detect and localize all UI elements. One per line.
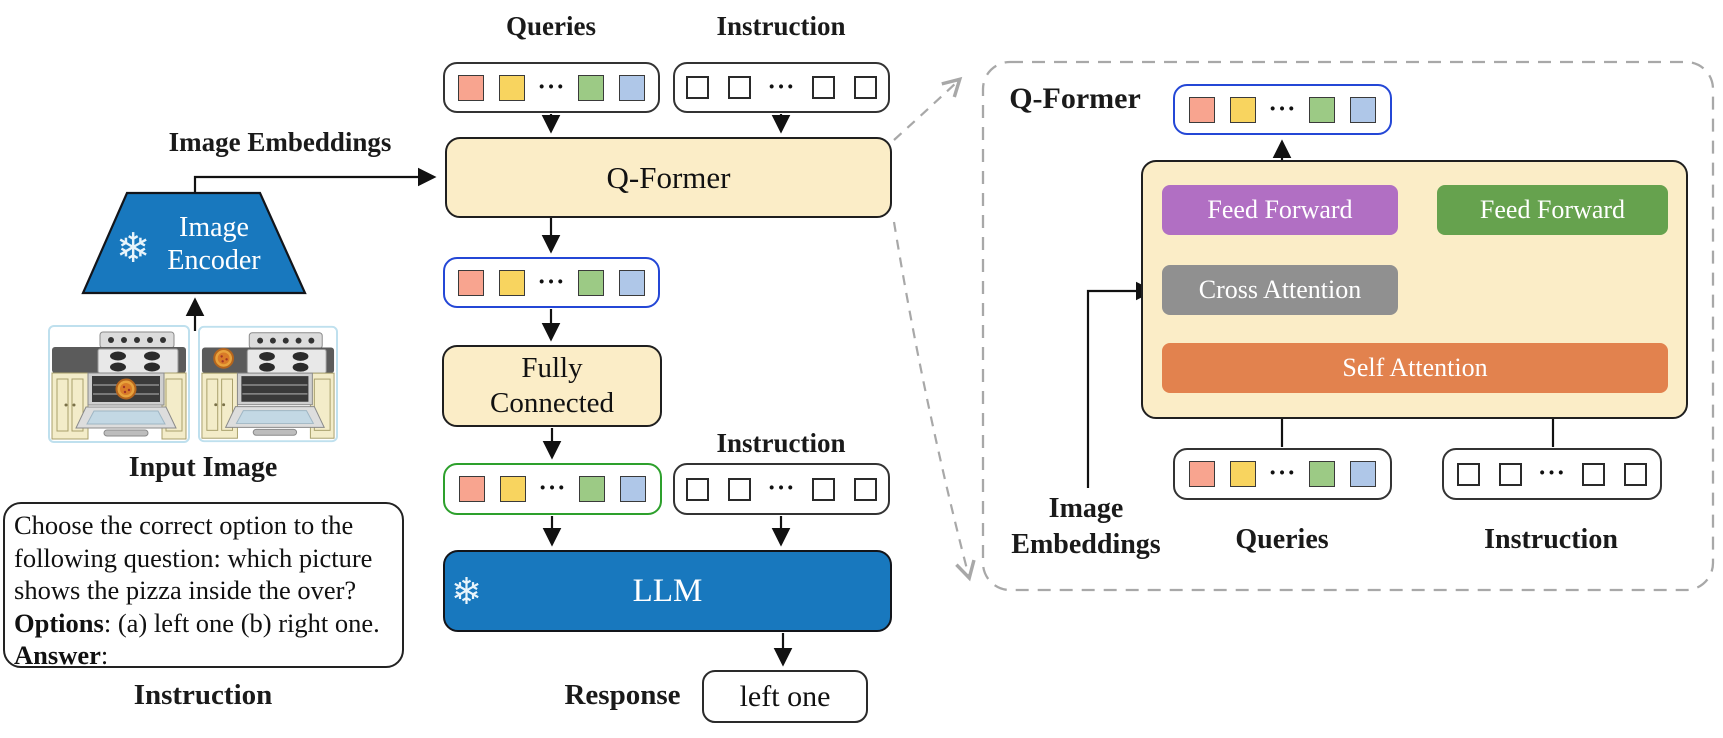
- query-token-blue: [619, 476, 646, 502]
- instruction-token-row: ···: [1442, 448, 1662, 500]
- image-encoder-label-line2: Encoder: [167, 245, 261, 276]
- instruction-token: [811, 477, 835, 501]
- query-token-row: ···: [1173, 448, 1392, 500]
- options-keyword: Options: [14, 607, 104, 638]
- panel-queries-label: Queries: [1235, 524, 1329, 555]
- instruction-token-row: ···: [673, 62, 890, 113]
- qformer-box-label: Q-Former: [606, 159, 731, 195]
- input-image-left-oven: [48, 325, 190, 443]
- arrow-image-embeddings-to-qformer: [193, 167, 437, 192]
- instruction-label-mid: Instruction: [716, 428, 846, 458]
- query-token-green: [1308, 96, 1335, 123]
- image-encoder-label-line1: Image: [179, 212, 249, 243]
- query-token-green: [1308, 461, 1335, 487]
- cross-attention-label: Cross Attention: [1198, 275, 1362, 304]
- zoom-link-arrow-top: [893, 76, 963, 141]
- llm-box-label: LLM: [632, 572, 703, 609]
- instruction-token: [686, 76, 710, 99]
- panel-instruction-label: Instruction: [1484, 524, 1618, 555]
- instruction-line: following question: which picture: [14, 542, 373, 573]
- query-token-blue: [1349, 461, 1376, 487]
- input-image-right-oven: [198, 325, 338, 443]
- panel-image-embeddings-line1: Image: [1048, 493, 1124, 524]
- ellipsis: ···: [537, 268, 566, 296]
- instruction-line: Answer:: [14, 639, 396, 672]
- instruction-token-row: ···: [673, 463, 890, 515]
- query-token-red: [459, 476, 486, 502]
- answer-keyword: Answer: [14, 640, 101, 670]
- query-token-blue: [618, 74, 645, 101]
- qformer-panel-title: Q-Former: [1009, 82, 1141, 115]
- cross-attention-box: Cross Attention: [1162, 265, 1398, 315]
- instruction-token: [811, 76, 835, 99]
- fully-connected-line1: Fully: [521, 352, 583, 384]
- response-box: left one: [702, 670, 868, 723]
- instruction-text-box: Choose the correct option to the followi…: [3, 502, 404, 670]
- ellipsis: ···: [767, 475, 796, 502]
- query-token-green: [577, 269, 604, 296]
- query-token-red: [1189, 461, 1216, 487]
- self-attention-label: Self Attention: [1342, 353, 1488, 382]
- instruction-token: [1456, 462, 1480, 486]
- zoom-link-arrow-bottom: [892, 221, 976, 582]
- instruction-token: [853, 76, 877, 99]
- feed-forward-left-label: Feed Forward: [1207, 195, 1353, 224]
- instruction-token: [1582, 462, 1605, 486]
- instruction-token: [853, 477, 877, 501]
- self-attention-box: Self Attention: [1162, 343, 1668, 393]
- query-token-yellow: [1230, 96, 1257, 123]
- ellipsis: ···: [537, 73, 566, 101]
- query-token-blue: [1349, 96, 1376, 123]
- ellipsis: ···: [1268, 95, 1297, 123]
- response-text: left one: [739, 679, 831, 713]
- queries-label-top: Queries: [506, 11, 596, 41]
- answer-text: :: [100, 640, 109, 670]
- instruction-token: [728, 76, 752, 99]
- response-label: Response: [564, 679, 681, 711]
- instruction-token: [1624, 462, 1647, 486]
- ellipsis: ···: [1537, 460, 1566, 487]
- query-token-yellow: [500, 476, 527, 502]
- qformer-box: Q-Former: [445, 137, 892, 218]
- ellipsis: ···: [1268, 460, 1297, 487]
- pizza-inside-oven: [115, 378, 137, 400]
- query-token-yellow: [1230, 461, 1257, 487]
- query-token-blue: [618, 269, 645, 296]
- ellipsis: ···: [538, 475, 567, 502]
- instruction-token: [728, 477, 752, 501]
- instruction-line: Choose the correct option to the: [14, 510, 354, 540]
- query-token-red: [1189, 96, 1216, 123]
- instruction-caption: Instruction: [133, 679, 273, 711]
- pizza-on-counter: [213, 348, 234, 369]
- query-output-token-row: ···: [443, 257, 660, 308]
- instruction-token: [1498, 462, 1522, 486]
- input-image-label: Input Image: [128, 452, 278, 483]
- query-token-yellow: [499, 74, 526, 101]
- query-token-green: [578, 476, 605, 502]
- ellipsis: ···: [767, 73, 796, 101]
- feed-forward-right-box: Feed Forward: [1437, 185, 1668, 235]
- snowflake-icon: ❄: [116, 225, 151, 271]
- query-token-yellow: [499, 269, 526, 296]
- fully-connected-box: Fully Connected: [442, 345, 662, 427]
- query-token-row: ···: [443, 62, 660, 113]
- feed-forward-right-label: Feed Forward: [1479, 195, 1626, 224]
- projected-token-row: ···: [443, 463, 662, 515]
- options-text: : (a) left one (b) right one.: [103, 607, 380, 638]
- instruction-label-top: Instruction: [716, 11, 846, 41]
- feed-forward-left-box: Feed Forward: [1162, 185, 1398, 235]
- image-embeddings-label: Image Embeddings: [168, 127, 392, 157]
- fully-connected-line2: Connected: [489, 387, 614, 419]
- query-output-token-row: ···: [1173, 84, 1392, 135]
- instruction-line: shows the pizza inside the over?: [14, 575, 357, 605]
- query-token-red: [458, 269, 485, 296]
- query-token-red: [458, 74, 485, 101]
- panel-image-embeddings-line2: Embeddings: [1011, 529, 1161, 560]
- llm-box: LLM: [443, 550, 892, 632]
- instruction-line: Options: (a) left one (b) right one.: [14, 607, 396, 640]
- query-token-green: [577, 74, 604, 101]
- instruction-token: [686, 477, 710, 501]
